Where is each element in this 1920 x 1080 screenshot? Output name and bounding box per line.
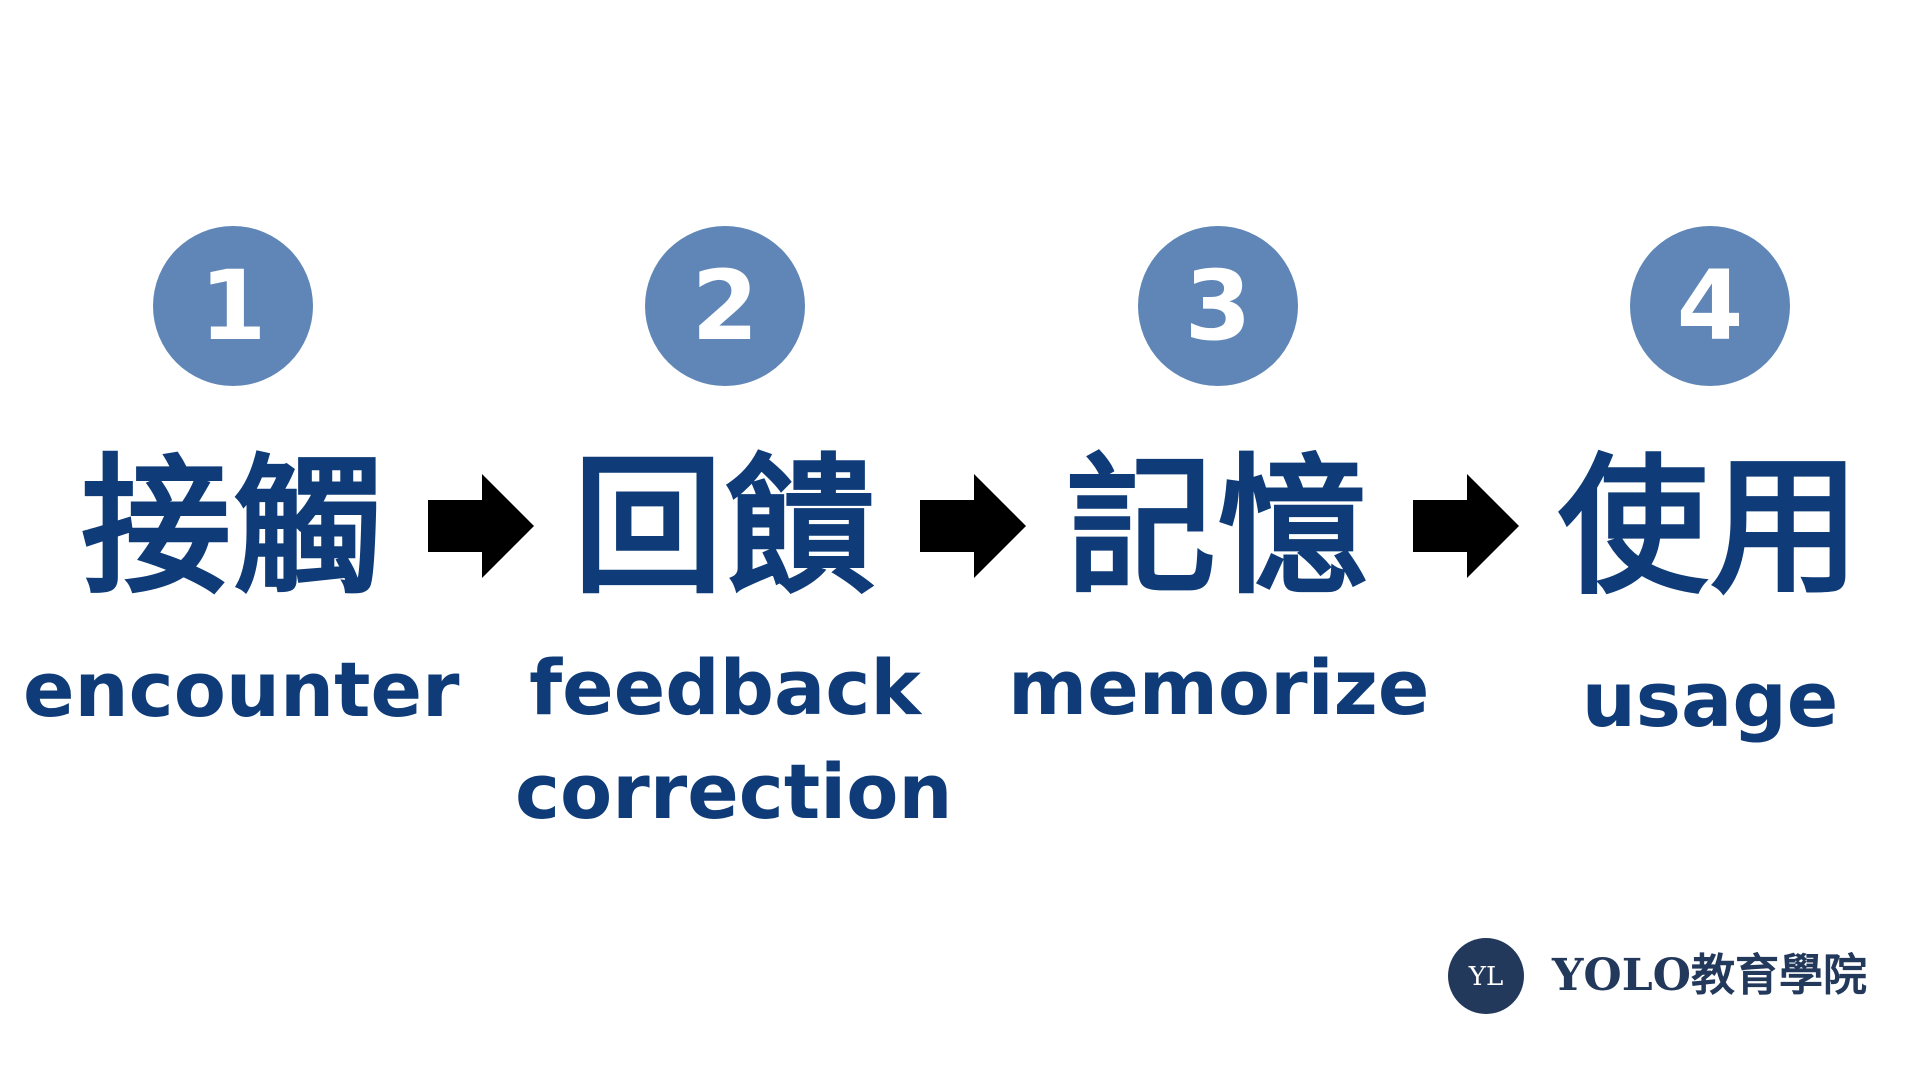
step-title-zh: 使用	[1557, 441, 1862, 615]
step-label-en-line-1: feedback	[529, 643, 921, 732]
logo-mark-icon: YL	[1448, 938, 1524, 1014]
right-arrow-icon	[920, 474, 1026, 578]
brand-name: YOLO教育學院	[1552, 950, 1868, 1001]
step-label-en: usage	[1581, 655, 1839, 744]
step-number-badge: 3	[1138, 226, 1298, 386]
right-arrow-icon	[428, 474, 534, 578]
brand-logo: YL YOLO教育學院	[1448, 938, 1867, 1014]
step-label-en-line-2: correction	[515, 747, 953, 836]
step-number-badge: 4	[1630, 226, 1790, 386]
step-1: 1 接觸 encounter	[23, 0, 460, 1080]
step-number-badge: 2	[645, 226, 805, 386]
right-arrow-icon	[1413, 474, 1519, 578]
step-title-zh: 接觸	[80, 441, 385, 615]
step-title-zh: 回饋	[572, 441, 877, 615]
step-label-en: memorize	[1008, 643, 1430, 732]
step-3: 3 記憶 memorize	[1008, 0, 1430, 1080]
step-label-en: encounter	[23, 645, 460, 734]
svg-text:YL: YL	[1468, 962, 1503, 992]
step-2: 2 回饋 feedback correction	[515, 0, 953, 1080]
step-number-badge: 1	[153, 226, 313, 386]
step-title-zh: 記憶	[1065, 441, 1370, 615]
logo-monogram: YL	[1468, 962, 1503, 992]
step-4: 4 使用 usage	[1500, 0, 1920, 1080]
